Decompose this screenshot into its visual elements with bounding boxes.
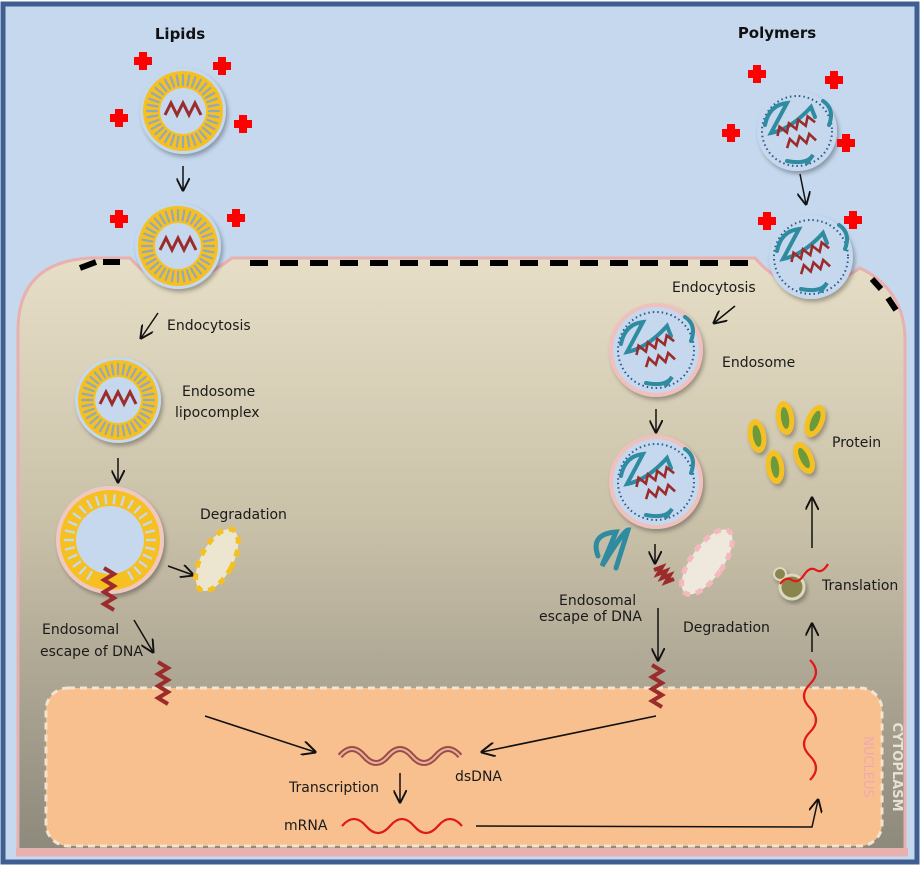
label-polymer-escape-line2: escape of DNA — [539, 609, 642, 625]
polymer-strand-icon — [775, 223, 849, 293]
positive-charge-icon — [844, 211, 862, 229]
positive-charge-icon — [825, 71, 843, 89]
arrow-polymer-to-nucleus — [482, 715, 657, 752]
dna-icon — [98, 388, 138, 408]
degraded-polymer-fragment — [679, 527, 735, 597]
charge-icons-polyplex-2 — [758, 211, 862, 230]
released-polymer-strand — [593, 527, 632, 571]
label-lipid-escape-line1: Endosomal — [42, 622, 119, 638]
arrow-lipid-endocytosis — [141, 312, 159, 338]
endosome-lipocomplex — [75, 357, 161, 443]
charge-icons-lipoplex-2 — [110, 209, 245, 228]
positive-charge-icon — [227, 209, 245, 227]
polyplex-extracellular — [757, 91, 837, 171]
escaping-dna-lipid — [100, 566, 118, 612]
escaping-dna-polymer — [653, 563, 675, 586]
polyplex-membrane — [769, 215, 853, 299]
label-transcription: Transcription — [288, 780, 379, 796]
lipoplex-extracellular — [140, 68, 226, 154]
disrupted-endosome — [56, 486, 164, 594]
label-lipid-endocytosis: Endocytosis — [167, 318, 251, 334]
cell-membrane-dashes — [78, 259, 899, 312]
label-cytoplasm: CYTOPLASM — [889, 722, 904, 811]
dna-icon — [158, 234, 198, 254]
polymer-strand-icon — [763, 99, 833, 165]
label-endosome-line2: lipocomplex — [175, 405, 260, 421]
arrow-polymer-approach — [800, 173, 806, 204]
positive-charge-icon — [234, 115, 252, 133]
label-translation: Translation — [821, 578, 898, 594]
dsdna-helix-inner — [339, 748, 461, 764]
free-dna-lipid — [154, 660, 172, 706]
label-polymer-endosome: Endosome — [722, 355, 795, 371]
label-polymer-degradation: Degradation — [683, 620, 770, 636]
title-lipids: Lipids — [155, 25, 205, 43]
mrna-strand — [341, 817, 463, 835]
translating-mrna — [779, 563, 829, 585]
charge-icons-lipoplex-1 — [110, 52, 252, 133]
arrow-lipid-escape — [133, 619, 153, 652]
positive-charge-icon — [110, 210, 128, 228]
label-lipid-escape-line2: escape of DNA — [40, 644, 143, 660]
title-polymers: Polymers — [738, 24, 816, 42]
positive-charge-icon — [722, 124, 740, 142]
positive-charge-icon — [213, 57, 231, 75]
polymer-strand-icon — [619, 447, 695, 519]
arrow-mrna-export — [475, 800, 818, 828]
dna-icon — [799, 257, 831, 275]
label-polymer-escape-line1: Endosomal — [559, 593, 636, 609]
exported-mrna — [802, 659, 818, 781]
dna-icon — [163, 99, 203, 119]
dna-icon — [644, 350, 676, 368]
positive-charge-icon — [748, 65, 766, 83]
label-mrna: mRNA — [284, 818, 328, 834]
dna-icon — [776, 114, 816, 137]
lipoplex-membrane — [135, 203, 221, 289]
endosome-polyplex — [609, 303, 703, 397]
degraded-lipid-fragment — [193, 526, 241, 594]
free-dna-polymer — [648, 663, 666, 709]
arrow-lipid-to-nucleus — [204, 715, 315, 752]
label-dsdna: dsDNA — [455, 769, 502, 785]
dna-icon — [635, 333, 675, 356]
positive-charge-icon — [758, 212, 776, 230]
protein-icons — [747, 401, 826, 484]
arrow-polymer-endocytosis — [714, 305, 736, 323]
charge-icons-polyplex-1 — [722, 65, 855, 152]
label-lipid-degradation: Degradation — [200, 507, 287, 523]
dna-icon — [785, 131, 817, 149]
positive-charge-icon — [134, 52, 152, 70]
arrow-lipid-degradation — [167, 566, 193, 575]
dna-icon — [790, 240, 830, 263]
label-nucleus: NUCLEUS — [860, 736, 875, 798]
label-protein: Protein — [832, 435, 881, 451]
dna-icon — [635, 465, 675, 488]
positive-charge-icon — [837, 134, 855, 152]
positive-charge-icon — [110, 109, 128, 127]
label-endosome-line1: Endosome — [182, 384, 255, 400]
membrane-bottom — [16, 848, 908, 856]
dna-icon — [644, 482, 676, 500]
endosome-polyplex-disrupting — [609, 435, 703, 529]
polymer-strand-icon — [619, 315, 695, 387]
nucleus-region — [44, 686, 884, 848]
label-polymer-endocytosis: Endocytosis — [672, 280, 756, 296]
